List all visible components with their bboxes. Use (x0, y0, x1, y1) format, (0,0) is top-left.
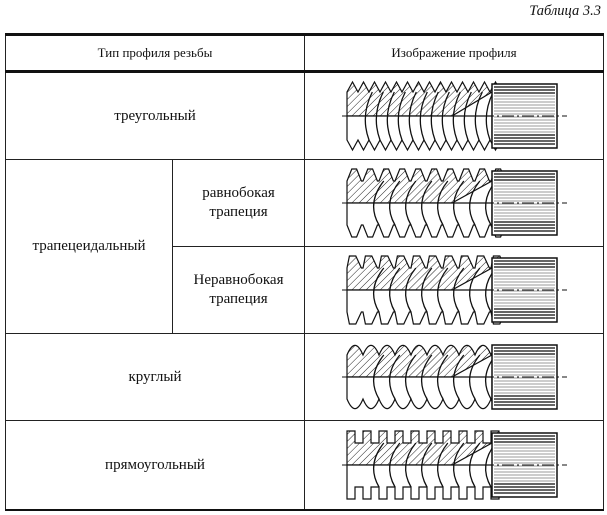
triangular-thread-icon (341, 80, 567, 152)
thread-body (345, 115, 502, 152)
type-cell: трапецеидальный (5, 159, 173, 334)
section-hatch (345, 168, 507, 204)
round-thread-icon (341, 344, 567, 410)
header-type: Тип профиля резьбы (5, 33, 305, 73)
table-row: прямоугольный (5, 420, 604, 511)
thread-helix (420, 442, 432, 488)
profile-image-cell (304, 420, 604, 511)
section-hatch (345, 430, 507, 466)
subtype-label: трапеция (209, 291, 268, 307)
header-image: Изображение профиля (304, 33, 604, 73)
rectangular-thread-icon (341, 430, 567, 500)
subtype-label: Неравнобокая (193, 272, 284, 288)
asymmetric-trapezoidal-thread-icon (341, 255, 567, 325)
thread-body (345, 202, 507, 238)
thread-body (345, 289, 507, 325)
thread-helix (419, 91, 428, 141)
thread-helix (375, 91, 384, 141)
symmetric-trapezoidal-thread-icon (341, 168, 567, 238)
type-cell: треугольный (5, 71, 305, 160)
subtype-cell: равнобокая трапеция (172, 159, 305, 247)
section-hatch (345, 255, 507, 291)
table-row: треугольный (5, 71, 604, 160)
profile-image-cell (304, 333, 604, 421)
type-cell: круглый (5, 333, 305, 421)
profile-image-cell (304, 246, 604, 334)
type-cell: прямоугольный (5, 420, 305, 511)
subtype-label: трапеция (209, 204, 268, 220)
table-row: круглый (5, 333, 604, 421)
thread-body (345, 376, 508, 410)
thread-helix (420, 354, 432, 400)
thread-helix (474, 91, 483, 141)
header-row: Тип профиля резьбы Изображение профиля (5, 33, 604, 73)
thread-body (345, 464, 507, 500)
thread-helix (420, 180, 432, 226)
table-row: трапецеидальный равнобокая трапеция (5, 159, 604, 334)
thread-helix (420, 267, 432, 313)
subtype-label: равнобокая (202, 185, 275, 201)
table-row: Неравнобокая трапеция (6, 246, 604, 334)
profile-image-cell (304, 159, 604, 247)
subtype-cell: Неравнобокая трапеция (172, 246, 305, 334)
thread-profile-table: Тип профиля резьбы Изображение профиля т… (5, 33, 604, 511)
table-caption: Таблица 3.3 (529, 3, 601, 19)
profile-image-cell (304, 71, 604, 160)
